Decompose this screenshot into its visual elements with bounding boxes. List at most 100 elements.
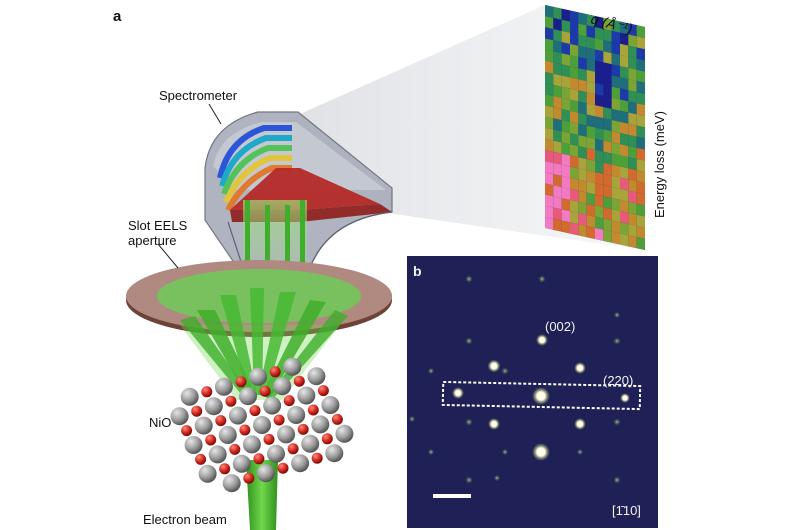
- nickel-atom: [273, 377, 292, 396]
- spectrum-pixel: [578, 112, 587, 126]
- spectrum-pixel: [561, 8, 570, 22]
- spectrum-pixel: [578, 190, 587, 204]
- nickel-atom: [194, 416, 213, 435]
- spectrum-pixel: [611, 220, 620, 234]
- spectrum-pixel: [611, 164, 620, 178]
- spectrum-pixel: [570, 144, 579, 158]
- spectrum-pixel: [636, 214, 645, 228]
- spectrum-pixel: [570, 99, 579, 113]
- spectrum-pixel: [570, 133, 579, 147]
- spectrum-pixel: [578, 168, 587, 182]
- spectrum-pixel: [578, 45, 587, 59]
- oxygen-atom: [263, 433, 275, 445]
- spectrum-pixel: [628, 134, 637, 148]
- spectrum-pixel: [611, 198, 620, 212]
- spectrum-pixel: [628, 235, 637, 249]
- spectrum-pixel: [620, 110, 629, 124]
- nickel-atom: [277, 425, 296, 444]
- spectrometer-label: Spectrometer: [159, 88, 238, 103]
- spectrum-pixel: [603, 107, 612, 121]
- spectrum-pixel: [603, 151, 612, 165]
- spectrum-pixel: [636, 147, 645, 161]
- spectrum-pixel: [595, 82, 604, 96]
- spectrum-pixel: [636, 125, 645, 139]
- spectrum-pixel: [561, 53, 570, 67]
- spectrum-pixel: [561, 131, 570, 145]
- spectrum-pixel: [636, 170, 645, 184]
- spectrum-pixel: [611, 120, 620, 133]
- spectrum-pixel: [620, 222, 629, 236]
- spectrum-pixel: [636, 69, 645, 83]
- oxygen-atom: [191, 405, 203, 417]
- nickel-atom: [228, 406, 247, 425]
- spectrum-pixel: [636, 92, 645, 106]
- spectrum-pixel: [586, 69, 595, 83]
- spectrum-pixel: [603, 140, 612, 154]
- spectrum-pixel: [553, 218, 562, 232]
- spectrum-pixel: [603, 129, 612, 143]
- nickel-atom: [307, 367, 326, 386]
- spectrum-pixel: [553, 29, 562, 43]
- spectrum-pixel: [595, 194, 604, 208]
- spectrum-pixel: [586, 81, 595, 95]
- spectrum-pixel: [578, 134, 587, 148]
- spectrum-pixel: [578, 157, 587, 171]
- spectrum-pixel: [611, 19, 620, 33]
- nickel-atom: [208, 445, 227, 464]
- spectrum-pixel: [578, 56, 587, 70]
- spectrum-pixel: [611, 175, 620, 189]
- spectrum-pixel: [636, 114, 645, 128]
- spectrum-pixel: [586, 92, 595, 106]
- oxygen-atom: [239, 424, 251, 436]
- spectrum-pixel: [586, 170, 595, 184]
- spectrum-pixel: [611, 231, 620, 245]
- spectrum-pixel: [603, 40, 612, 54]
- spectrum-pixel: [603, 17, 612, 31]
- spectrum-pixel: [586, 203, 595, 217]
- oxygen-atom: [331, 413, 343, 425]
- spectrum-pixel: [620, 144, 629, 158]
- oxygen-atom: [321, 433, 333, 445]
- spectrum-pixel: [586, 36, 595, 50]
- nickel-atom: [239, 387, 257, 406]
- spectrum-pixel: [636, 225, 645, 239]
- oxygen-atom: [229, 443, 241, 455]
- spectrum-pixel: [611, 30, 620, 44]
- spectrum-pixel: [611, 41, 620, 55]
- spectrum-pixel: [545, 183, 554, 197]
- spectrum-pixel: [570, 21, 579, 35]
- spectrum-pixel: [628, 101, 637, 115]
- spectrum-pixel: [561, 97, 570, 111]
- nickel-atom: [291, 454, 310, 473]
- oxygen-atom: [225, 395, 237, 407]
- nickel-atom: [283, 357, 302, 376]
- spectrum-pixel: [561, 175, 570, 189]
- nickel-atom: [335, 424, 354, 443]
- spectrum-pixel: [553, 73, 562, 87]
- spectrum-pixel: [620, 43, 629, 57]
- oxygen-atom: [287, 443, 299, 455]
- spectrum-pixel: [545, 27, 554, 41]
- spectrum-pixel: [545, 16, 554, 30]
- spectrum-pixel: [603, 229, 612, 243]
- spectrum-pixel: [561, 120, 570, 134]
- spectrum-pixel: [636, 36, 645, 50]
- spectrum-pixel: [570, 188, 579, 202]
- spectrum-pixel: [553, 207, 562, 221]
- spectrum-pixel: [561, 187, 570, 201]
- nickel-atom: [267, 444, 285, 463]
- nickel-atom: [198, 464, 217, 483]
- spectrum-pixel: [595, 38, 604, 52]
- spectrum-pixel: [603, 196, 612, 210]
- oxygen-atom: [273, 414, 285, 426]
- nickel-atom: [242, 435, 261, 454]
- oxygen-atom: [253, 453, 265, 465]
- nickel-atom: [301, 434, 320, 453]
- spectrum-pixel: [561, 153, 570, 167]
- spectrum-pixel: [636, 192, 645, 206]
- spectrum-pixel: [636, 237, 645, 250]
- spectrum-pixel: [553, 162, 562, 176]
- spectrum-pixel: [611, 209, 620, 223]
- spectrum-pixel: [578, 90, 587, 104]
- oxygen-atom: [215, 415, 227, 427]
